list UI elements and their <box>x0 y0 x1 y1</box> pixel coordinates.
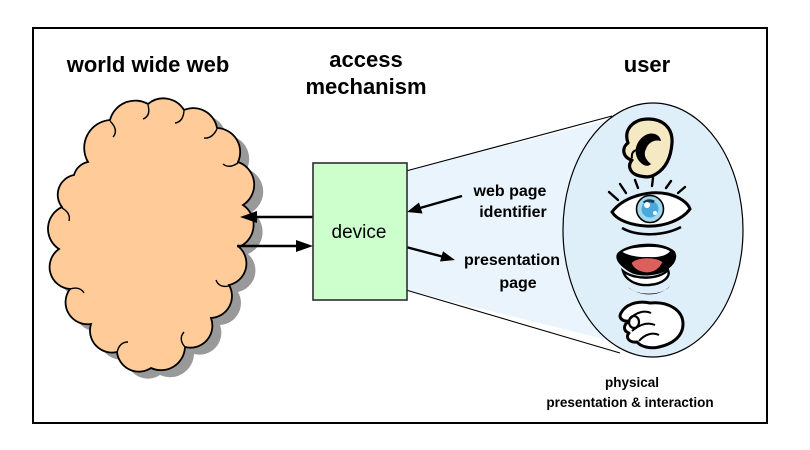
access-mechanism-heading-line1: access <box>329 47 402 72</box>
eye-highlight-small <box>653 211 657 215</box>
physical-caption-line2: presentation & interaction <box>546 395 713 410</box>
cloud-detail <box>142 104 150 120</box>
www-cloud <box>47 97 256 373</box>
mouth-teeth <box>619 245 672 259</box>
mouth-tongue <box>630 257 664 274</box>
arrow-presentation-head <box>440 251 455 262</box>
arrow-identifier-head <box>407 202 423 214</box>
web-page-identifier-label-line1: web page <box>473 183 547 200</box>
eye-lash <box>676 185 687 195</box>
access-mechanism-heading-line2: mechanism <box>305 74 426 99</box>
cloud-detail <box>174 110 185 124</box>
physical-caption-line1: physical <box>605 375 659 390</box>
eye-lower-lid-line <box>621 225 682 236</box>
mouth-icon <box>616 243 677 295</box>
web-page-identifier-label-line2: identifier <box>479 204 547 221</box>
cloud-detail <box>61 207 71 222</box>
www-heading: world wide web <box>66 52 230 77</box>
cloud-detail <box>116 341 129 354</box>
cloud-shape <box>47 97 256 373</box>
ear-icon <box>622 117 674 179</box>
eye-icon <box>607 176 692 236</box>
eye-lash <box>633 178 640 190</box>
eye-lash <box>618 182 628 195</box>
mouth-chin-shadow <box>628 286 670 295</box>
device-rect <box>312 162 408 301</box>
eye-highlight <box>644 202 650 208</box>
eye-lashes <box>607 176 687 202</box>
user-heading: user <box>624 52 671 77</box>
cloud-detail <box>69 287 85 294</box>
cloud-detail <box>109 120 117 138</box>
cone-arrows <box>405 194 463 262</box>
eye-lash <box>607 190 620 202</box>
cloud-device-arrows <box>237 211 313 252</box>
cone-top-edge <box>405 115 613 172</box>
presentation-page-label-line2: page <box>499 275 536 292</box>
hand-finger-line <box>631 322 656 332</box>
eye-lash <box>664 179 673 190</box>
cone-bottom-edge <box>405 289 621 354</box>
hand-curled-finger <box>627 314 641 330</box>
cloud-detail <box>222 162 239 167</box>
mouth-lower-lip <box>620 267 670 287</box>
arrow-web-to-device-head <box>296 240 313 252</box>
cloud-detail <box>203 128 218 139</box>
ear-fold-line <box>630 149 637 159</box>
arrow-identifier-line <box>419 194 463 210</box>
arrow-presentation-line <box>405 245 443 258</box>
hand-finger-line <box>638 332 660 342</box>
cloud-detail <box>180 331 186 348</box>
ear-outer <box>622 117 674 179</box>
presentation-page-label-line1: presentation <box>464 252 560 269</box>
device-label: device <box>332 222 387 243</box>
eye-lash <box>650 176 655 188</box>
user-senses-ellipse <box>562 102 744 358</box>
arrow-device-to-web-head <box>240 211 257 223</box>
device-box: device <box>312 162 408 301</box>
hand-icon <box>618 300 685 350</box>
eye-pupil-arc <box>642 199 655 205</box>
ear-inner-detail <box>635 133 661 166</box>
cloud-inner-details <box>61 104 239 354</box>
cloud-detail <box>215 279 230 288</box>
